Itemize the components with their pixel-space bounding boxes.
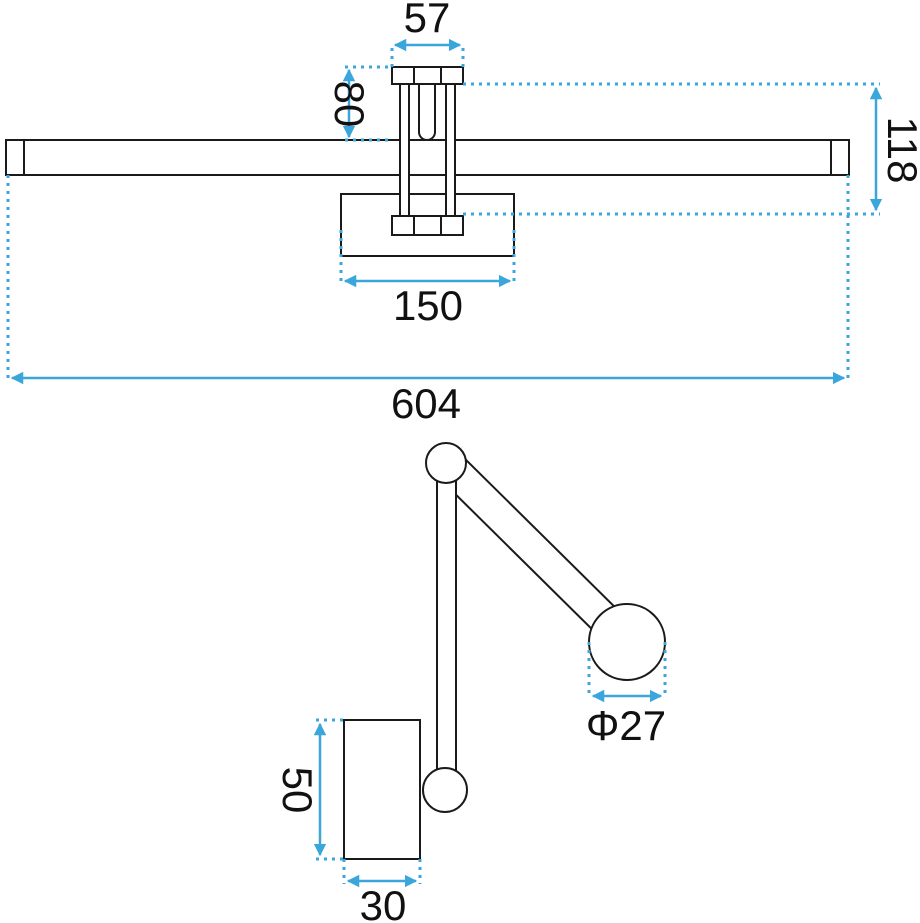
side-lamp-head [588,603,666,681]
dimension-label-base-width: 150 [393,282,463,329]
dimension-total-height: 118 [463,82,920,216]
dimension-label-side-height: 50 [274,767,321,814]
dimension-label-head-diameter: Φ27 [586,702,666,749]
front-light-bar-left-cap [5,139,25,176]
side-wall-mount [343,719,421,860]
side-lower-joint [422,767,468,813]
dimension-top-height: 80 [326,65,392,142]
dimension-label-side-depth: 30 [360,882,407,923]
dimension-total-width: 604 [6,175,850,427]
side-view [343,442,666,860]
dimension-head-diameter: Φ27 [586,642,667,749]
front-view [5,66,850,257]
dimension-label-total-width: 604 [391,380,461,427]
front-arm-rod-right [445,83,456,217]
dimension-side-height: 50 [274,718,344,861]
side-upper-joint [425,442,467,484]
front-light-bar [5,139,850,176]
front-top-joint [391,66,464,85]
front-arm-rod-left [399,83,410,217]
dimension-top-width: 57 [390,0,465,67]
front-light-bar-right-cap [830,139,850,176]
dimension-base-width: 150 [339,230,516,329]
side-vertical-arm [436,469,457,789]
dimension-label-total-height: 118 [879,117,920,184]
dimension-side-depth: 30 [342,859,422,923]
dimension-label-top-width: 57 [404,0,451,41]
dimension-label-top-height: 80 [326,81,373,128]
front-arm-center-tube [418,75,436,141]
front-bottom-joint [391,215,464,236]
